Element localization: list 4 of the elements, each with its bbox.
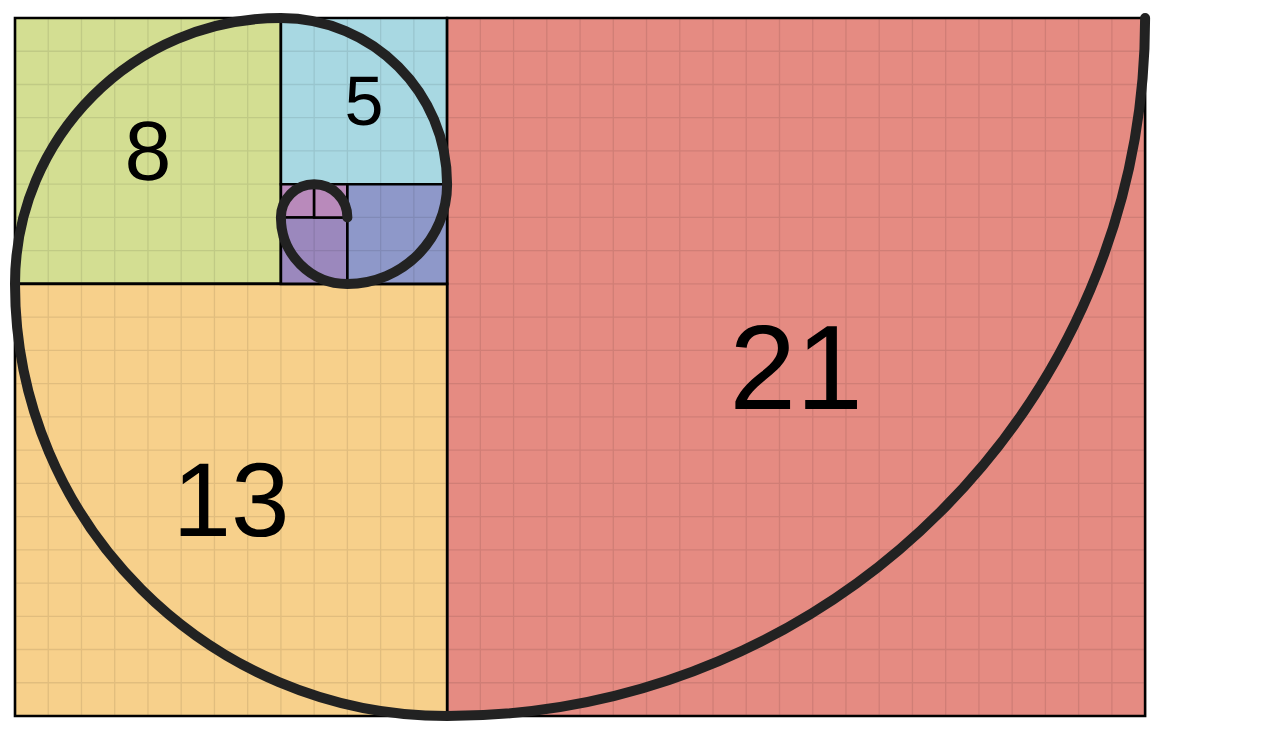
square: 5 xyxy=(279,16,449,186)
square: 13 xyxy=(13,282,449,718)
square: 8 xyxy=(13,16,283,286)
square: 21 xyxy=(445,16,1147,718)
